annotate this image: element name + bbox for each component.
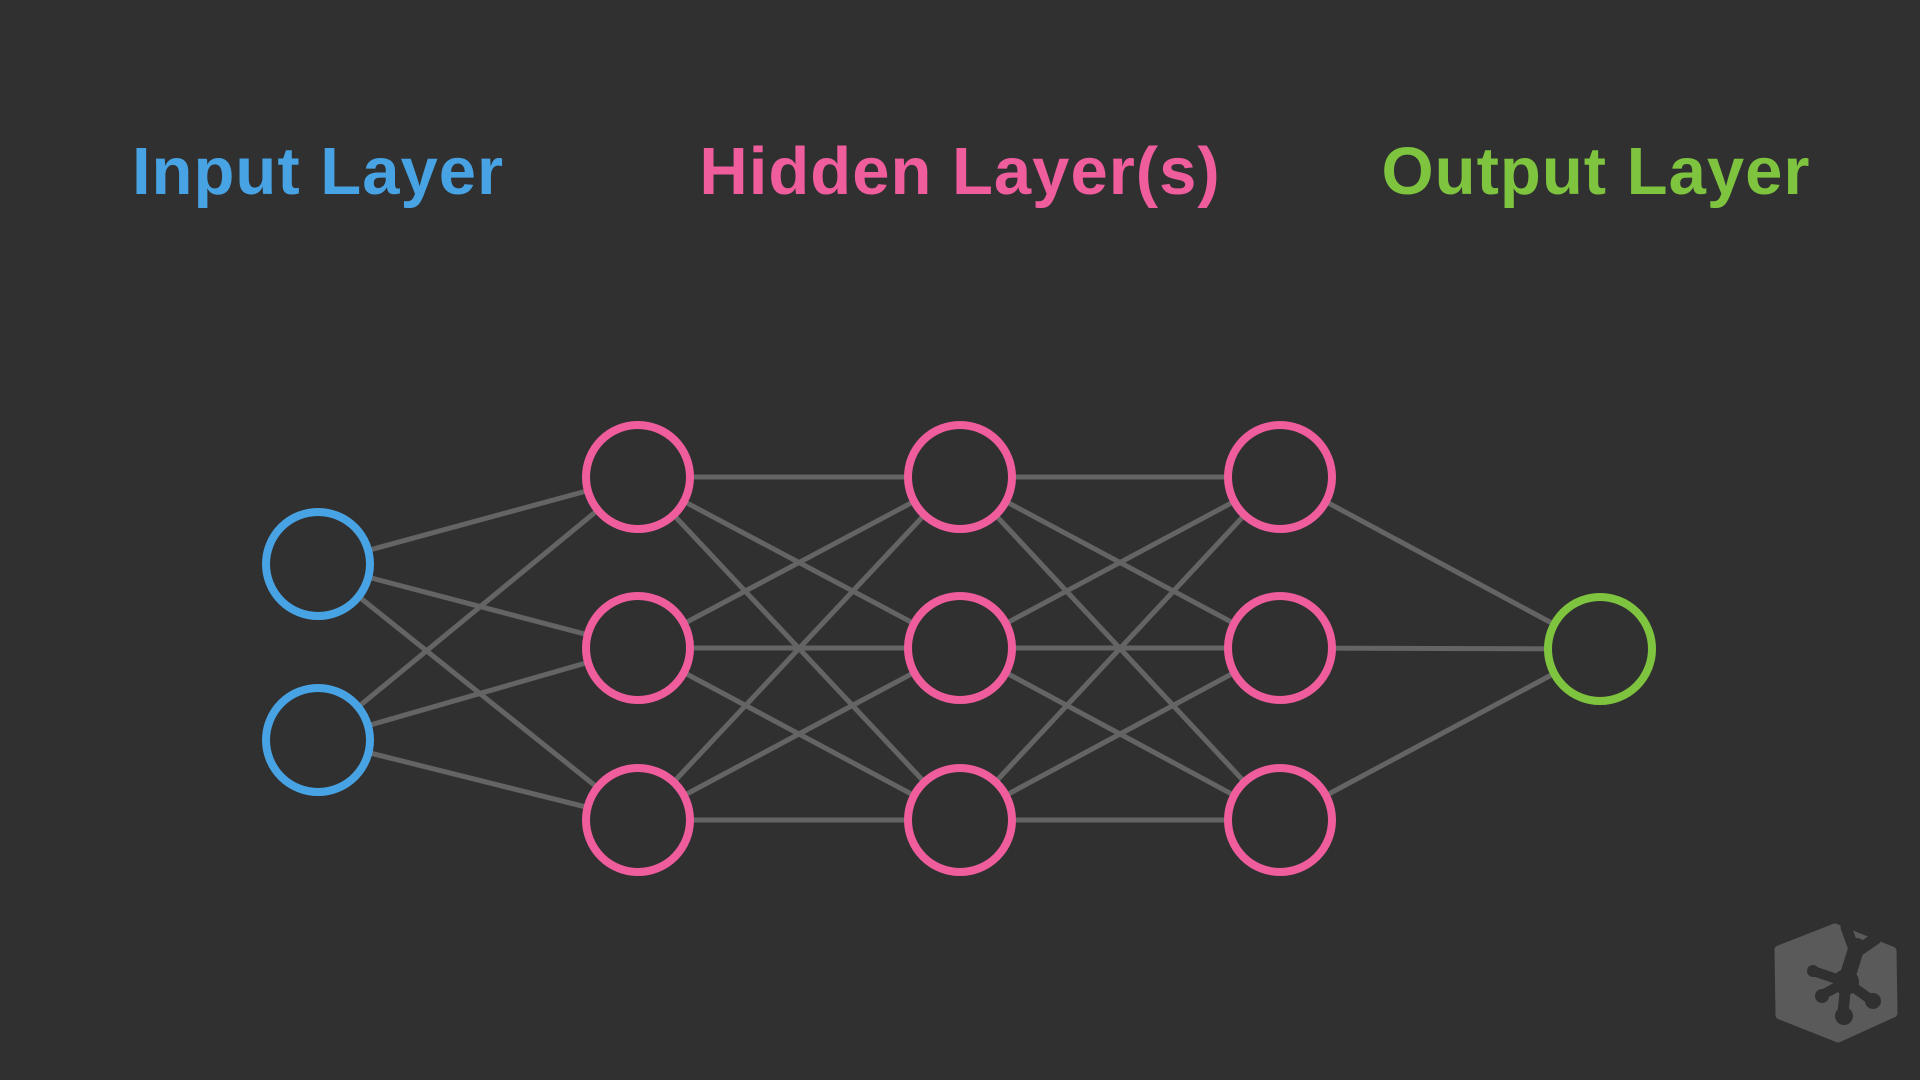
- node-hidden-1-1: [582, 421, 694, 533]
- connection-hidden-1-to-hidden-2: [636, 474, 962, 651]
- node-hidden-2-1: [904, 421, 1016, 533]
- node-hidden-2-2: [904, 592, 1016, 704]
- connection-hidden-3-to-output: [1278, 474, 1602, 652]
- node-hidden-3-1: [1224, 421, 1336, 533]
- hidden-layer-title: Hidden Layer(s): [699, 134, 1221, 209]
- output-layer-title: Output Layer: [1381, 134, 1811, 209]
- node-hidden-1-3: [582, 764, 694, 876]
- node-output-1: [1544, 593, 1656, 705]
- node-hidden-2-3: [904, 764, 1016, 876]
- connection-input-to-hidden-1: [316, 475, 640, 742]
- connection-hidden-2-to-hidden-3: [958, 645, 1282, 823]
- node-hidden-3-2: [1224, 592, 1336, 704]
- treehouse-logo-icon: [1774, 921, 1898, 1043]
- connection-hidden-1-to-hidden-2: [636, 475, 962, 822]
- node-input-2: [262, 684, 374, 796]
- connection-hidden-3-to-output: [1278, 646, 1602, 823]
- node-hidden-3-3: [1224, 764, 1336, 876]
- connection-hidden-1-to-hidden-2: [636, 645, 962, 823]
- connection-hidden-2-to-hidden-3: [958, 475, 1282, 822]
- node-input-1: [262, 508, 374, 620]
- input-layer-title: Input Layer: [131, 134, 505, 209]
- logo-frog-foot: [1807, 921, 1881, 1025]
- connection-hidden-2-to-hidden-3: [958, 474, 1282, 651]
- node-hidden-1-2: [582, 592, 694, 704]
